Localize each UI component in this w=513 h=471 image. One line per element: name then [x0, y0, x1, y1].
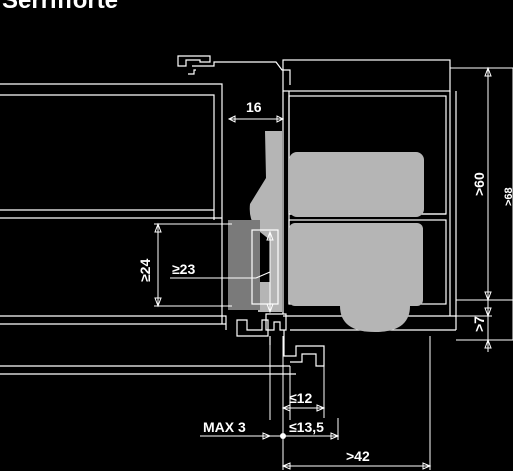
dim-7-label: >7: [471, 316, 487, 332]
dim-max3-13-5: MAX 3 ≤13,5: [200, 418, 340, 440]
left-frame-profile: [0, 83, 296, 375]
dim-68-label: >68: [503, 187, 513, 206]
inner-mechanism: [228, 131, 424, 332]
dim-7: >7: [456, 300, 513, 352]
bottom-hook-profiles: [236, 313, 325, 367]
dim-12: ≤12: [281, 390, 326, 412]
dim-42-label: >42: [346, 448, 370, 464]
dim-60: >60: [456, 66, 513, 302]
dim-16: 16: [227, 99, 285, 123]
dim-23: ≥23: [170, 230, 274, 314]
drawing-title: Serrifforte: [2, 0, 118, 14]
dim-42: >42: [281, 448, 432, 470]
dim-68: >68: [503, 68, 513, 340]
dim-12-label: ≤12: [289, 390, 312, 406]
top-hook-profile: [177, 55, 291, 85]
dim-16-label: 16: [246, 99, 262, 115]
reference-point-icon: [280, 433, 286, 439]
dim-13-5-label: ≤13,5: [289, 419, 324, 435]
dim-24-label: ≥24: [137, 259, 153, 282]
dim-max3-label: MAX 3: [203, 419, 246, 435]
dim-24: ≥24: [137, 222, 232, 308]
dim-60-label: >60: [471, 172, 487, 196]
dim-23-label: ≥23: [172, 261, 195, 277]
